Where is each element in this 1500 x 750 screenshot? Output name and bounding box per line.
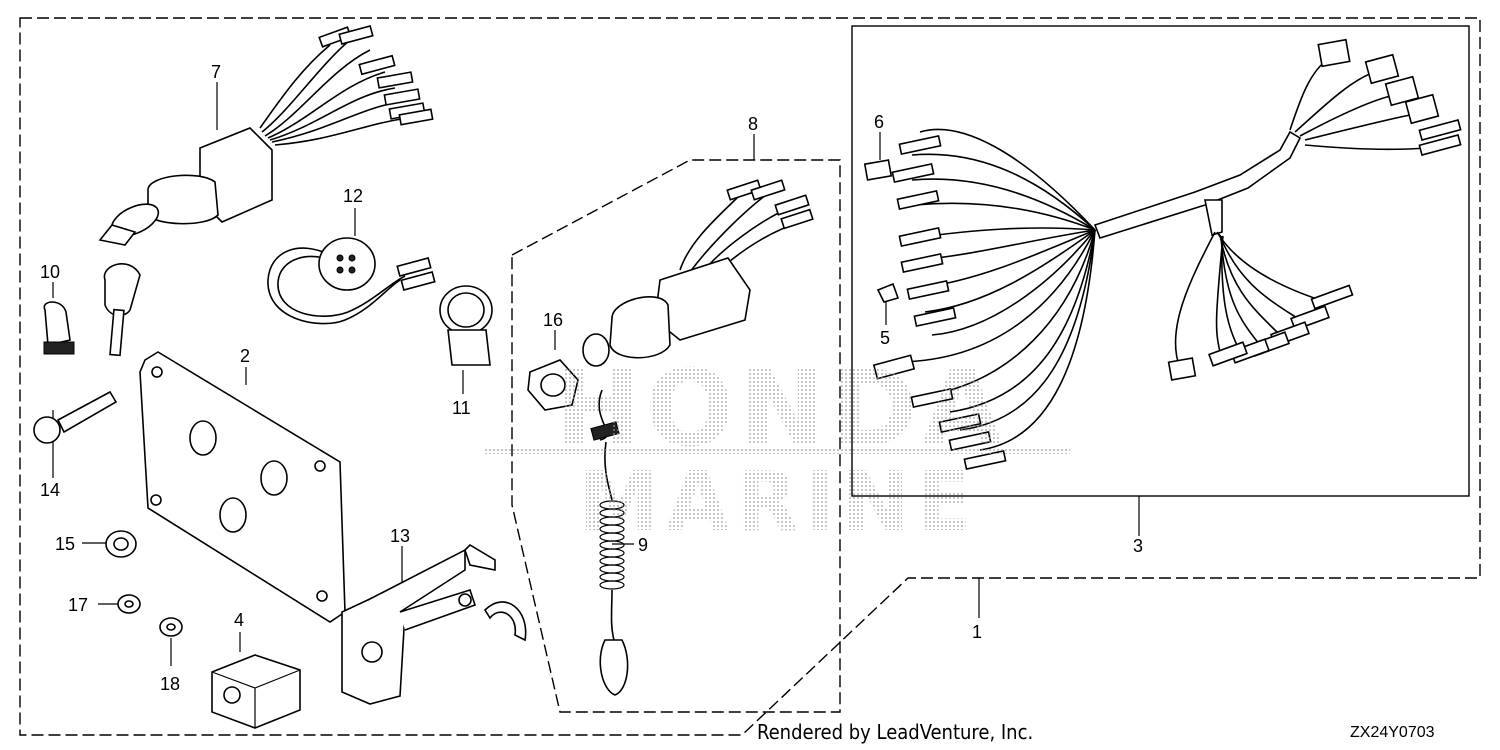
part-label-10: 10 — [40, 262, 60, 282]
clamp-band — [439, 285, 493, 366]
drawing-code-text: ZX24Y0703 — [1350, 724, 1435, 741]
part-label-13: 13 — [390, 526, 410, 546]
harness-clip — [43, 301, 75, 355]
mounting-plate — [139, 351, 346, 623]
part-label-16: 16 — [543, 310, 563, 330]
part-label-11: 11 — [452, 398, 471, 418]
part-label-15: 15 — [55, 534, 75, 554]
part-label-2: 2 — [240, 346, 250, 366]
part-label-4: 4 — [234, 610, 244, 630]
terminal-cap — [876, 282, 900, 303]
render-credit-text: Rendered by LeadVenture, Inc. — [757, 720, 1034, 744]
part-label-14: 14 — [40, 480, 60, 500]
part-label-18: 18 — [160, 674, 180, 694]
washer-18 — [159, 617, 183, 637]
stop-switch-lanyard — [590, 389, 629, 696]
part-label-1: 1 — [972, 622, 982, 642]
part-label-9: 9 — [638, 535, 648, 555]
part-label-5: 5 — [880, 328, 890, 348]
part-label-6: 6 — [874, 112, 884, 132]
leader-lines — [52, 82, 1140, 666]
connector-coupler — [211, 654, 301, 729]
warning-buzzer — [267, 237, 436, 325]
emergency-stop-switch — [582, 179, 814, 367]
part-label-8: 8 — [748, 114, 758, 134]
grommet — [105, 530, 137, 558]
mounting-bracket — [341, 543, 527, 705]
washer-17 — [117, 594, 141, 614]
lock-nut — [527, 359, 579, 411]
switch-assembly-frame-dashed — [511, 159, 841, 713]
part-label-17: 17 — [68, 595, 88, 615]
main-wire-harness — [863, 38, 1462, 470]
ignition-key-switch — [98, 25, 434, 357]
assembly-frame-dashed — [19, 17, 1481, 736]
part-label-3: 3 — [1133, 536, 1143, 556]
part-number-labels: 1 2 3 4 5 6 7 8 9 10 11 12 13 14 15 16 1… — [40, 62, 1143, 694]
screw-bolt — [33, 390, 118, 444]
terminal-tube — [863, 159, 893, 181]
harness-box — [851, 25, 1470, 497]
part-label-7: 7 — [211, 62, 221, 82]
part-label-12: 12 — [343, 186, 363, 206]
